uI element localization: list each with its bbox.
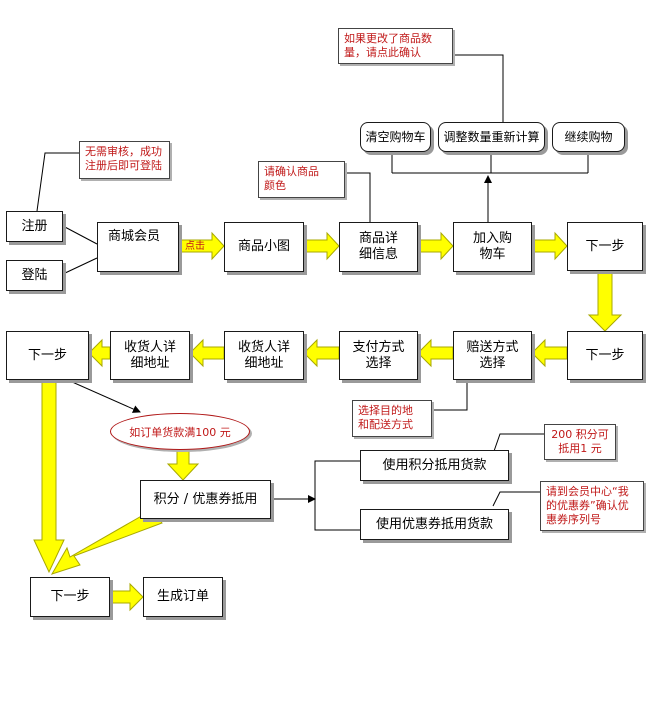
arrow-addr1-to-addr2 (189, 338, 225, 368)
note-no-review: 无需审核，成功 注册后即可登陆 (79, 141, 170, 179)
detail-node: 商品详 细信息 (339, 222, 418, 272)
address-node-1: 收货人详 细地址 (224, 331, 304, 380)
addcart-line-2: 物车 (479, 247, 506, 262)
click-label: 点击 (185, 241, 205, 252)
arrow-condition-to-coupon (166, 449, 200, 481)
note-select-shipping: 选择目的地 和配送方式 (352, 400, 432, 437)
thin-connectors (36, 54, 589, 531)
address-1-line-1: 收货人详 (237, 339, 290, 355)
leader-changeqty (453, 54, 504, 122)
arrow-next3-to-next4 (33, 380, 65, 574)
arrow-coupon-to-next4 (50, 509, 163, 575)
split-options (314, 460, 360, 531)
arrow-thumb-to-detail (303, 231, 340, 261)
leader-couponnote (492, 491, 540, 507)
note-change-qty-line-2: 量，请点此确认 (344, 46, 421, 59)
line-register-to-member (62, 225, 98, 245)
payment-line-1: 支付方式 (352, 339, 405, 355)
arrow-shipping-to-payment (417, 338, 454, 368)
arrow-detail-to-addcart (417, 231, 454, 261)
note-coupon-line-3: 惠券序列号 (546, 513, 601, 526)
note-select-shipping-line-1: 选择目的地 (358, 404, 413, 417)
next-step-node-1: 下一步 (567, 222, 643, 271)
register-node: 注册 (6, 211, 63, 242)
leader-points (492, 433, 544, 455)
clear-cart-node: 清空购物车 (360, 122, 431, 152)
leader-noreview (36, 152, 79, 212)
detail-line-1: 商品详 (358, 231, 398, 246)
payment-line-2: 选择 (365, 355, 392, 371)
condition-oval: 如订单货款满100 元 (110, 413, 250, 450)
block-arrows (33, 231, 623, 612)
next-step-node-2: 下一步 (567, 331, 643, 380)
use-coupon-node: 使用优惠券抵用货款 (360, 509, 509, 540)
note-confirm-color: 请确认商品 颜色 (258, 161, 345, 198)
address-1-line-2: 细地址 (244, 355, 284, 371)
coupon-node: 积分 / 优惠券抵用 (140, 480, 271, 519)
payment-node: 支付方式 选择 (339, 331, 418, 380)
address-node-2: 收货人详 细地址 (110, 331, 190, 380)
address-2-line-2: 细地址 (130, 355, 170, 371)
next-step-node-4: 下一步 (30, 577, 110, 617)
arrow-payment-to-addr1 (303, 338, 340, 368)
note-coupon-line-2: 的优惠券”确认优 (546, 499, 629, 512)
recalculate-node: 调整数量重新计算 (438, 122, 545, 152)
arrow-next4-to-order (109, 582, 144, 612)
shipping-line-1: 赔送方式 (466, 339, 519, 355)
leader-selectship (432, 380, 468, 411)
address-2-line-1: 收货人详 (123, 339, 176, 355)
next-step-node-3: 下一步 (6, 331, 89, 380)
addcart-node: 加入购 物车 (453, 222, 532, 272)
note-change-qty-line-1: 如果更改了商品数 (344, 32, 432, 45)
note-select-shipping-line-2: 和配送方式 (358, 418, 413, 431)
arrow-addr2-to-next3 (88, 338, 111, 368)
shipping-line-2: 选择 (479, 355, 506, 371)
note-confirm-color-line-2: 颜色 (264, 179, 286, 192)
note-points-line-2: 抵用1 元 (558, 442, 602, 455)
note-confirm-color-line-1: 请确认商品 (264, 165, 319, 178)
addcart-line-1: 加入购 (472, 231, 512, 246)
arrow-next1-to-next2 (587, 270, 623, 332)
note-no-review-line-1: 无需审核，成功 (85, 145, 162, 158)
member-node: 商城会员 (97, 222, 179, 272)
leader-confirmcolor (345, 172, 371, 222)
note-no-review-line-2: 注册后即可登陆 (85, 159, 162, 172)
shipping-node: 赔送方式 选择 (453, 331, 532, 380)
note-change-qty: 如果更改了商品数 量，请点此确认 (338, 28, 453, 64)
thumb-node: 商品小图 (224, 222, 304, 272)
create-order-node: 生成订单 (143, 577, 223, 617)
arrow-member-to-thumb (178, 231, 225, 261)
use-points-node: 使用积分抵用货款 (360, 450, 509, 481)
continue-shopping-node: 继续购物 (552, 122, 625, 152)
arrow-next3-to-condition (69, 380, 141, 413)
detail-line-2: 细信息 (358, 247, 398, 262)
line-login-to-member (62, 257, 98, 275)
login-node: 登陆 (6, 260, 63, 291)
note-coupon-line-1: 请到会员中心“我 (546, 485, 629, 498)
note-coupon: 请到会员中心“我 的优惠券”确认优 惠券序列号 (540, 481, 644, 531)
note-points: 200 积分可 抵用1 元 (544, 424, 616, 460)
arrow-next2-to-shipping (531, 338, 568, 368)
note-points-line-1: 200 积分可 (551, 428, 609, 441)
arrow-addcart-to-next1 (531, 231, 568, 261)
